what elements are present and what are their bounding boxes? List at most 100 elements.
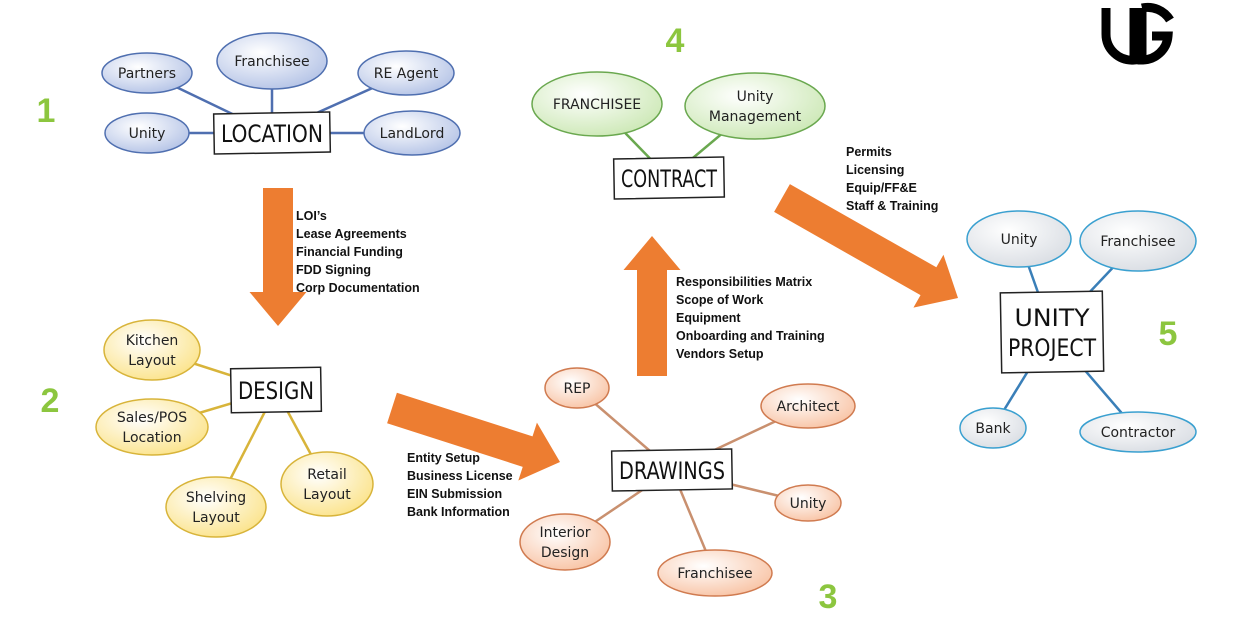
transition-item: LOI’s [296, 209, 327, 223]
node-unity: Unity [774, 484, 842, 522]
node-franchisee: Franchisee [657, 549, 773, 597]
flow-arrow-1 [249, 188, 307, 326]
node-label: Unity [790, 496, 827, 512]
node-label: Design [541, 545, 589, 561]
node-label: Interior [539, 525, 590, 541]
node-ellipse [101, 52, 193, 94]
title-box-label: DESIGN [238, 377, 314, 405]
transition-item: Staff & Training [846, 199, 938, 213]
node-label: Layout [192, 510, 240, 526]
node-label: Unity [737, 89, 774, 105]
flow-arrow-2 [387, 392, 560, 481]
node-ellipse [1079, 210, 1197, 272]
node-ellipse [165, 476, 267, 538]
transition-item: Business License [407, 469, 513, 483]
logo-g-mark [1137, 2, 1174, 65]
node-ellipse [357, 50, 455, 96]
transition-item: FDD Signing [296, 263, 371, 277]
node-franchisee: Franchisee [1079, 210, 1197, 272]
node-ellipse [531, 71, 663, 137]
transition-item: Lease Agreements [296, 227, 407, 241]
title-box-label: UNITY [1015, 304, 1091, 332]
node-contractor: Contractor [1079, 411, 1197, 453]
title-box-label: CONTRACT [621, 165, 718, 193]
node-landlord: LandLord [363, 110, 461, 156]
node-ellipse [363, 110, 461, 156]
transition-item: Onboarding and Training [676, 329, 825, 343]
node-label: RE Agent [374, 66, 439, 82]
title-box [229, 366, 323, 414]
node-ellipse [280, 451, 374, 517]
title-box [999, 290, 1105, 374]
node-ellipse [1079, 411, 1197, 453]
node-ellipse [95, 398, 209, 456]
node-label: Layout [303, 487, 351, 503]
transition-item: Entity Setup [407, 451, 480, 465]
node-label: Location [122, 430, 181, 446]
node-franchisee: Franchisee [216, 32, 328, 90]
node-label: Sales/POS [117, 410, 187, 426]
transition-item: Corp Documentation [296, 281, 420, 295]
title-box-label: LOCATION [221, 120, 323, 148]
step-number: 4 [666, 22, 685, 60]
node-re-agent: RE Agent [357, 50, 455, 96]
node-bank: Bank [959, 407, 1027, 449]
node-label: Bank [975, 421, 1011, 437]
logo [1101, 2, 1174, 65]
node-franchisee: FRANCHISEE [531, 71, 663, 137]
flow-arrow-4 [774, 184, 958, 308]
node-sales-pos-location: Sales/POS Location [95, 398, 209, 456]
node-ellipse [760, 383, 856, 429]
title-box [610, 448, 734, 492]
node-label: Franchisee [234, 54, 309, 70]
flow-arrow-3 [623, 236, 681, 376]
transition-item: Scope of Work [676, 293, 763, 307]
node-label: Layout [128, 353, 176, 369]
title-box-label: PROJECT [1008, 334, 1097, 362]
group-2: KitchenLayoutSales/POSLocationShelvingLa… [41, 319, 374, 538]
step-number: 2 [41, 382, 60, 420]
node-label: Unity [129, 126, 166, 142]
node-ellipse [959, 407, 1027, 449]
node-architect: Architect [760, 383, 856, 429]
node-label: LandLord [380, 126, 445, 142]
node-label: Partners [118, 66, 176, 82]
transition-item: Vendors Setup [676, 347, 764, 361]
node-label: Unity [1001, 232, 1038, 248]
transition-item: Financial Funding [296, 245, 403, 259]
node-label: Franchisee [1100, 234, 1175, 250]
transition-item: Permits [846, 145, 892, 159]
node-label: Architect [777, 399, 840, 415]
logo-u-mark [1101, 8, 1139, 65]
node-label: Franchisee [677, 566, 752, 582]
node-rep: REP [544, 367, 610, 409]
node-label: REP [563, 381, 590, 397]
node-ellipse [216, 32, 328, 90]
title-box [612, 156, 726, 200]
node-ellipse [103, 319, 201, 381]
transition-item: Equip/FF&E [846, 181, 917, 195]
node-label: Shelving [186, 490, 246, 506]
node-partners: Partners [101, 52, 193, 94]
node-ellipse [966, 210, 1072, 268]
node-label: Management [709, 109, 802, 125]
node-ellipse [774, 484, 842, 522]
step-number: 1 [37, 92, 56, 130]
node-ellipse [104, 112, 190, 154]
node-ellipse [684, 72, 826, 140]
node-label: Retail [307, 467, 347, 483]
transition-item: Responsibilities Matrix [676, 275, 812, 289]
